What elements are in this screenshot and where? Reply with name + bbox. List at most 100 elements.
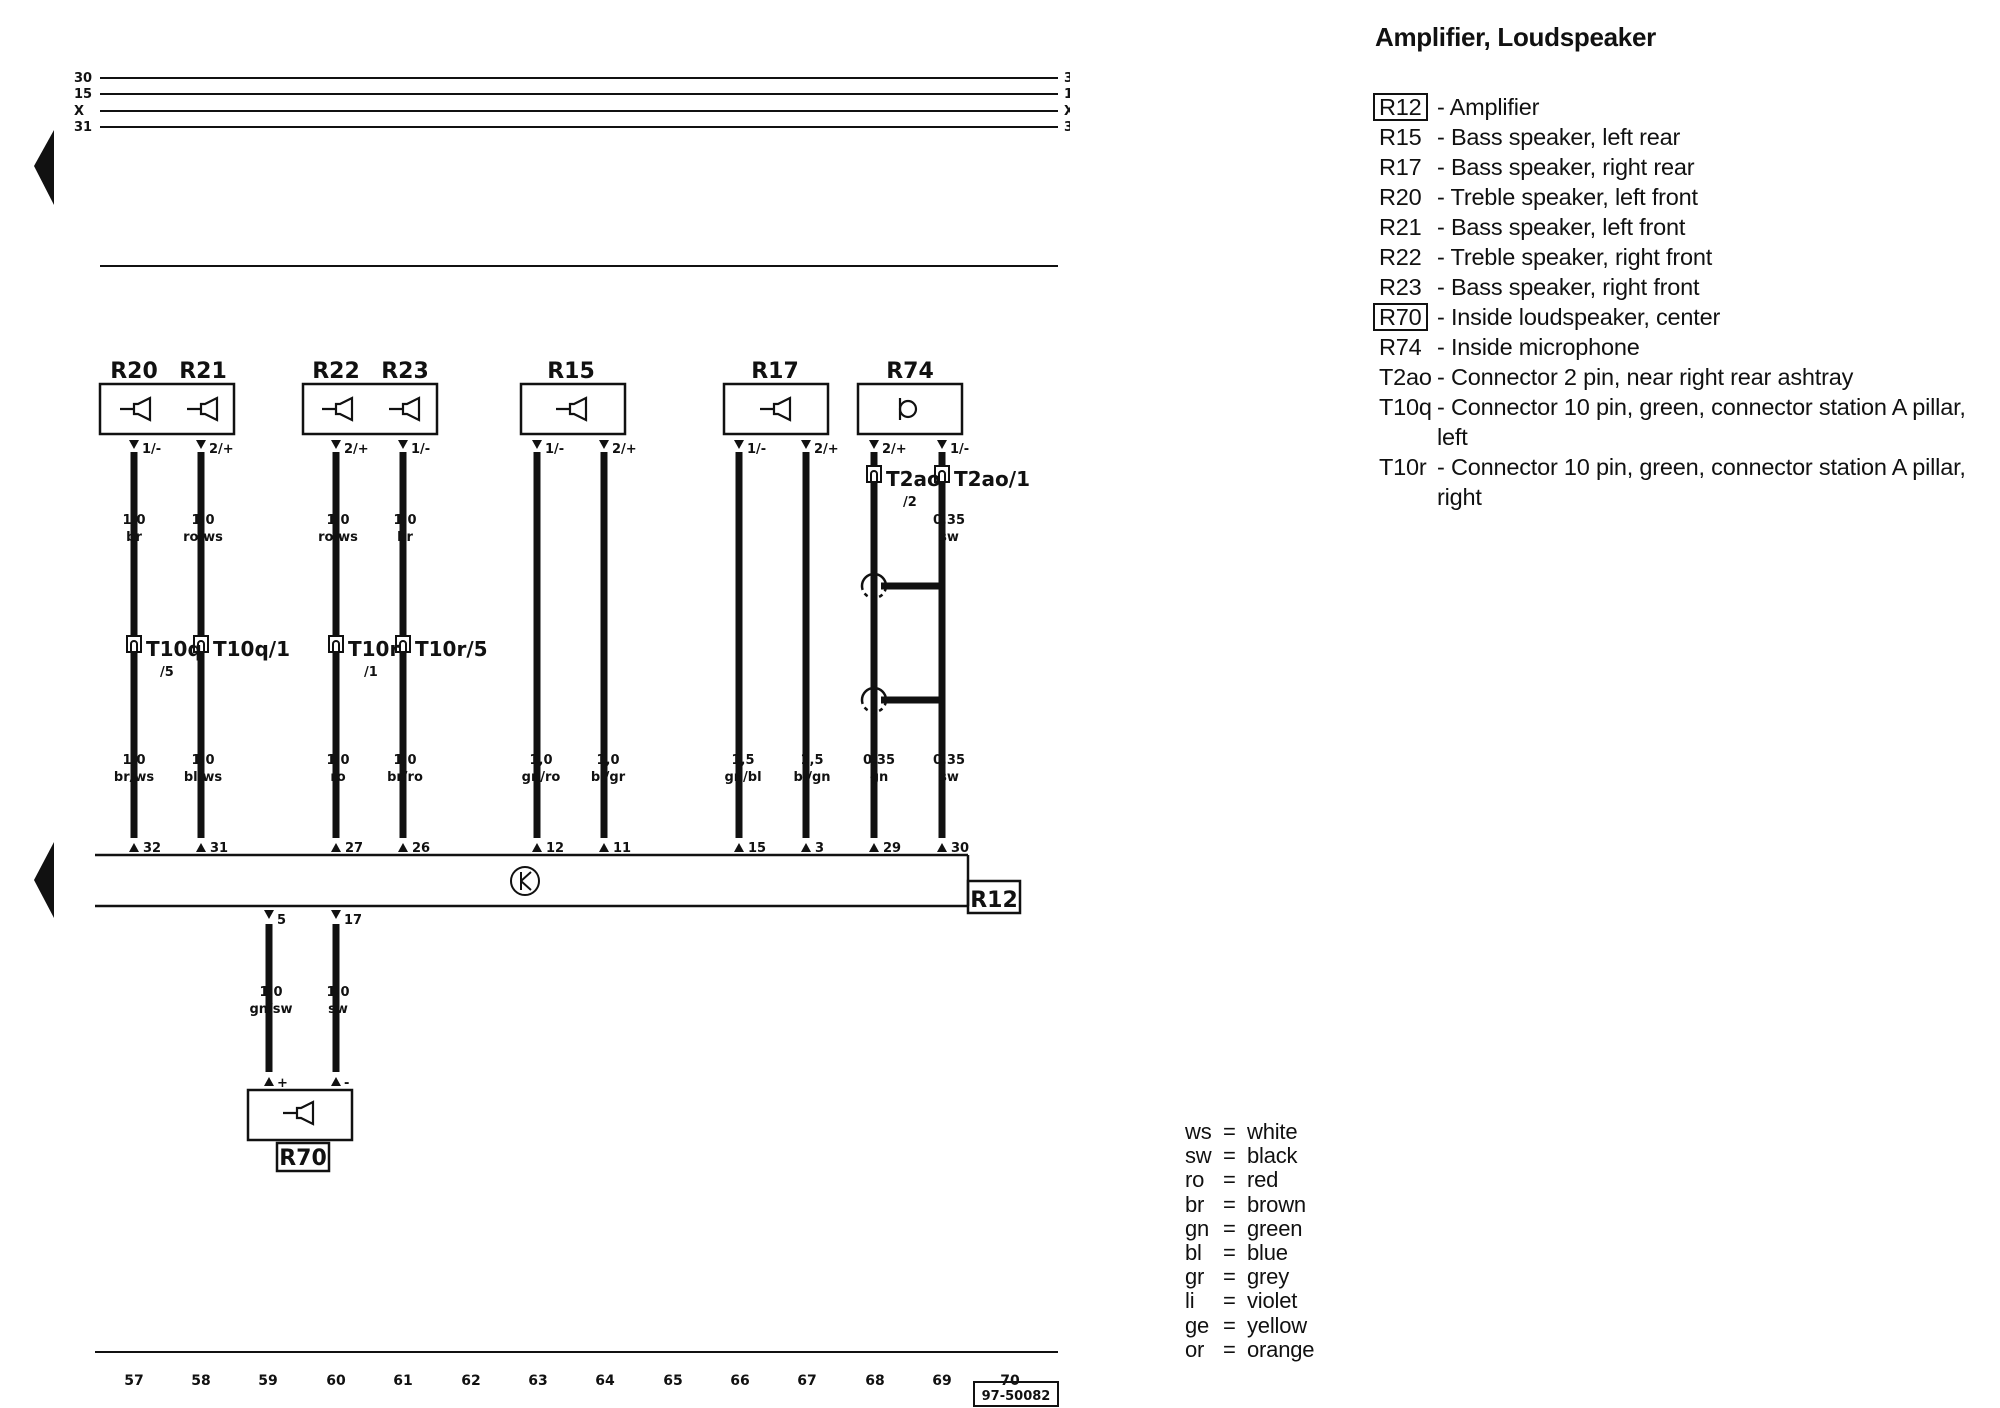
speaker-box-r17 [722, 382, 830, 436]
component-label-r23: R23 [381, 359, 429, 384]
color-key-row: sw=black [1185, 1143, 1298, 1169]
legend-row: R20- Treble speaker, left front [1375, 182, 1995, 212]
legend-row: R23- Bass speaker, right front [1375, 272, 1995, 302]
legend-description: - Bass speaker, left rear [1437, 124, 1681, 150]
track-57: 57 [124, 1373, 143, 1389]
component-label-r21: R21 [179, 359, 227, 384]
wire-9-connector: T2ao/1 [954, 467, 1030, 491]
component-label-r22: R22 [312, 359, 360, 384]
component-label-r20: R20 [110, 359, 158, 384]
color-name: orange [1247, 1336, 1315, 1362]
color-key-row: gn=green [1185, 1215, 1303, 1241]
legend-description: - Treble speaker, right front [1437, 244, 1713, 270]
legend-code-text: R17 [1379, 154, 1422, 180]
legend-row: R12- Amplifier [1373, 92, 1995, 122]
wire-1-amp-pin: 31 [210, 841, 228, 856]
color-name: grey [1247, 1264, 1289, 1290]
legend-code: R12 [1373, 92, 1437, 122]
color-key-row: ro=red [1185, 1167, 1279, 1193]
wire-0-connector-sub: /5 [160, 665, 174, 680]
track-67: 67 [797, 1373, 816, 1389]
color-key-row: ge=yellow [1185, 1312, 1307, 1338]
color-key-row: br=brown [1185, 1191, 1306, 1217]
legend-code-text: R74 [1379, 334, 1422, 360]
legend-code: R74 [1375, 332, 1437, 362]
color-name: brown [1247, 1191, 1306, 1217]
legend-code-text: T10q [1379, 394, 1432, 420]
wire-9-lower-size: 0,35 [933, 753, 965, 768]
diagram-title: Amplifier, Loudspeaker [1375, 22, 1656, 52]
legend-code: T10r [1375, 452, 1437, 512]
wire-4-lower-color: gn/ro [522, 770, 561, 785]
wire-3-lower-color: br/ro [387, 770, 423, 785]
amplifier-symbol [510, 866, 540, 896]
color-key-row: bl=blue [1185, 1240, 1288, 1266]
track-60: 60 [326, 1373, 346, 1389]
amplifier-label: R12 [970, 888, 1018, 913]
wire-8-connector: T2ao [886, 467, 941, 491]
track-70: 70 [1000, 1373, 1020, 1389]
color-abbreviation: gr [1185, 1264, 1205, 1290]
rail-label-15-left: 15 [74, 87, 92, 102]
bottom-wire-0-amp-pin: 5 [277, 913, 286, 928]
wire-8-connector-sub: /2 [903, 495, 917, 510]
wire-2-connector: T10r [348, 637, 399, 661]
wire-0-lower-size: 1,0 [122, 753, 145, 768]
legend-row: T10q- Connector 10 pin, green, connector… [1375, 392, 1995, 452]
legend-row: R17- Bass speaker, right rear [1375, 152, 1995, 182]
drawing-number: 97-50082 [982, 1389, 1051, 1404]
wire-2-connector-sub: /1 [364, 665, 378, 680]
color-key-row: li=violet [1185, 1288, 1298, 1314]
track-68: 68 [865, 1373, 884, 1389]
legend-code-text: R21 [1379, 214, 1422, 240]
legend-code: R20 [1375, 182, 1437, 212]
color-abbreviation: sw [1185, 1143, 1212, 1169]
wire-3-lower-size: 1,0 [393, 753, 416, 768]
legend-code: T2ao [1375, 362, 1437, 392]
speaker-box-r22-r23 [301, 382, 439, 436]
wire-1-upper-color: ro/ws [183, 530, 223, 545]
wire-9-pin-top: 1/- [950, 442, 969, 457]
legend-code-text: T2ao [1379, 364, 1432, 390]
legend-code-text: R70 [1373, 303, 1428, 331]
color-abbreviation: gn [1185, 1215, 1210, 1241]
speaker-r17-icon [760, 396, 792, 422]
legend-description: - Connector 10 pin, green, connector sta… [1437, 454, 1966, 510]
speaker-box-r70 [246, 1088, 354, 1142]
speaker-box-r20-r21 [98, 382, 236, 436]
legend-code-text: T10r [1379, 454, 1427, 480]
track-65: 65 [663, 1373, 682, 1389]
track-66: 66 [730, 1373, 749, 1389]
wire-8-amp-pin: 29 [883, 841, 901, 856]
wire-7-lower-size: 1,5 [800, 753, 823, 768]
wire-9-amp-pin: 30 [951, 841, 969, 856]
wire-2-pin-top: 2/+ [344, 442, 369, 457]
wire-1-lower-color: bl/ws [184, 770, 223, 785]
wire-7-pin-top: 2/+ [814, 442, 839, 457]
legend-row: R22- Treble speaker, right front [1375, 242, 1995, 272]
wire-2-upper-size: 1,0 [326, 513, 349, 528]
rail-label-31-right: 31 [1064, 120, 1070, 135]
wire-3-amp-pin: 26 [412, 841, 430, 856]
legend-description: - Connector 2 pin, near right rear ashtr… [1437, 364, 1854, 390]
legend-row: T2ao- Connector 2 pin, near right rear a… [1375, 362, 1995, 392]
wire-2-amp-pin: 27 [345, 841, 363, 856]
legend-code: R21 [1375, 212, 1437, 242]
wire-4-amp-pin: 12 [546, 841, 564, 856]
legend-code: T10q [1375, 392, 1437, 452]
bottom-wire-1-color: sw [328, 1002, 348, 1017]
legend-code-text: R23 [1379, 274, 1422, 300]
wire-3-upper-color: br [397, 530, 413, 545]
color-abbreviation: bl [1185, 1240, 1202, 1266]
color-abbreviation: ws [1185, 1119, 1212, 1144]
bottom-wire-1-amp-pin: 17 [344, 913, 362, 928]
color-abbreviation: ge [1185, 1312, 1210, 1338]
wire-3-connector: T10r/5 [415, 637, 488, 661]
wire-1-pin-top: 2/+ [209, 442, 234, 457]
wire-9-upper-size: 0,35 [933, 513, 965, 528]
wire-2-lower-size: 1,0 [326, 753, 349, 768]
wire-4-pin-top: 1/- [545, 442, 564, 457]
wire-8-pin-top: 2/+ [882, 442, 907, 457]
